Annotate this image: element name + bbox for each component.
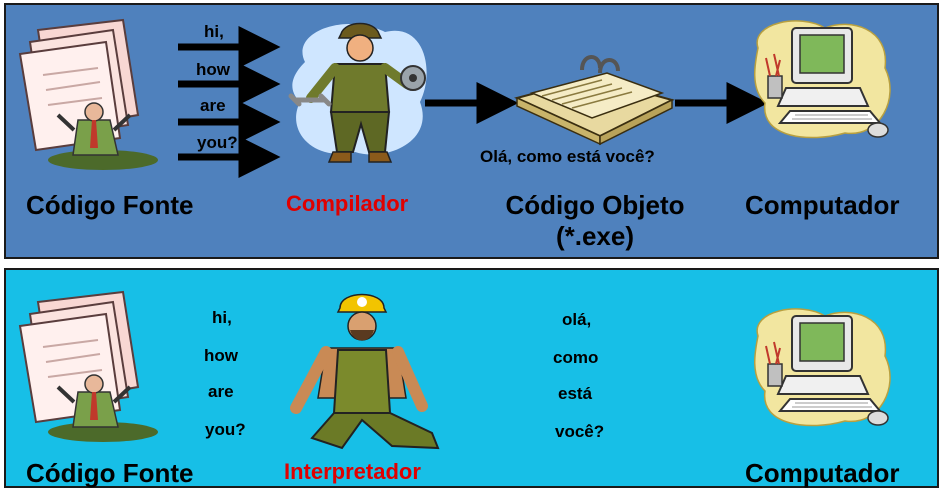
source-code-label: Código Fonte	[26, 458, 194, 488]
interpreter-worker-illustration	[290, 293, 440, 450]
computer-illustration	[753, 307, 892, 427]
word-label: how	[204, 346, 238, 365]
word-label: you?	[197, 133, 238, 152]
word-label: you?	[205, 420, 246, 439]
object-code-book-illustration	[514, 55, 675, 146]
source-code-label: Código Fonte	[26, 190, 194, 220]
translated-word-label: olá,	[562, 310, 592, 329]
word-label: are	[200, 96, 226, 115]
translated-word-label: você?	[555, 422, 605, 441]
translation-text: Olá, como está você?	[480, 147, 655, 166]
word-label: are	[208, 382, 234, 401]
object-code-label-line1: Código Objeto	[505, 190, 685, 220]
computer-illustration	[753, 19, 892, 139]
computer-label: Computador	[745, 458, 900, 488]
source-code-illustration	[18, 290, 160, 444]
word-label: hi,	[204, 22, 224, 41]
object-code-label: Código Objeto (*.exe)	[492, 190, 698, 252]
object-code-label-line2: (*.exe)	[555, 221, 635, 251]
compiler-mechanic-illustration	[288, 22, 427, 163]
word-label: how	[196, 60, 230, 79]
compiler-label: Compilador	[286, 191, 409, 216]
computer-label: Computador	[745, 190, 900, 220]
interpreter-label: Interpretador	[284, 459, 421, 484]
word-label: hi,	[212, 308, 232, 327]
translated-word-label: como	[553, 348, 599, 367]
translated-word-label: está	[558, 384, 593, 403]
